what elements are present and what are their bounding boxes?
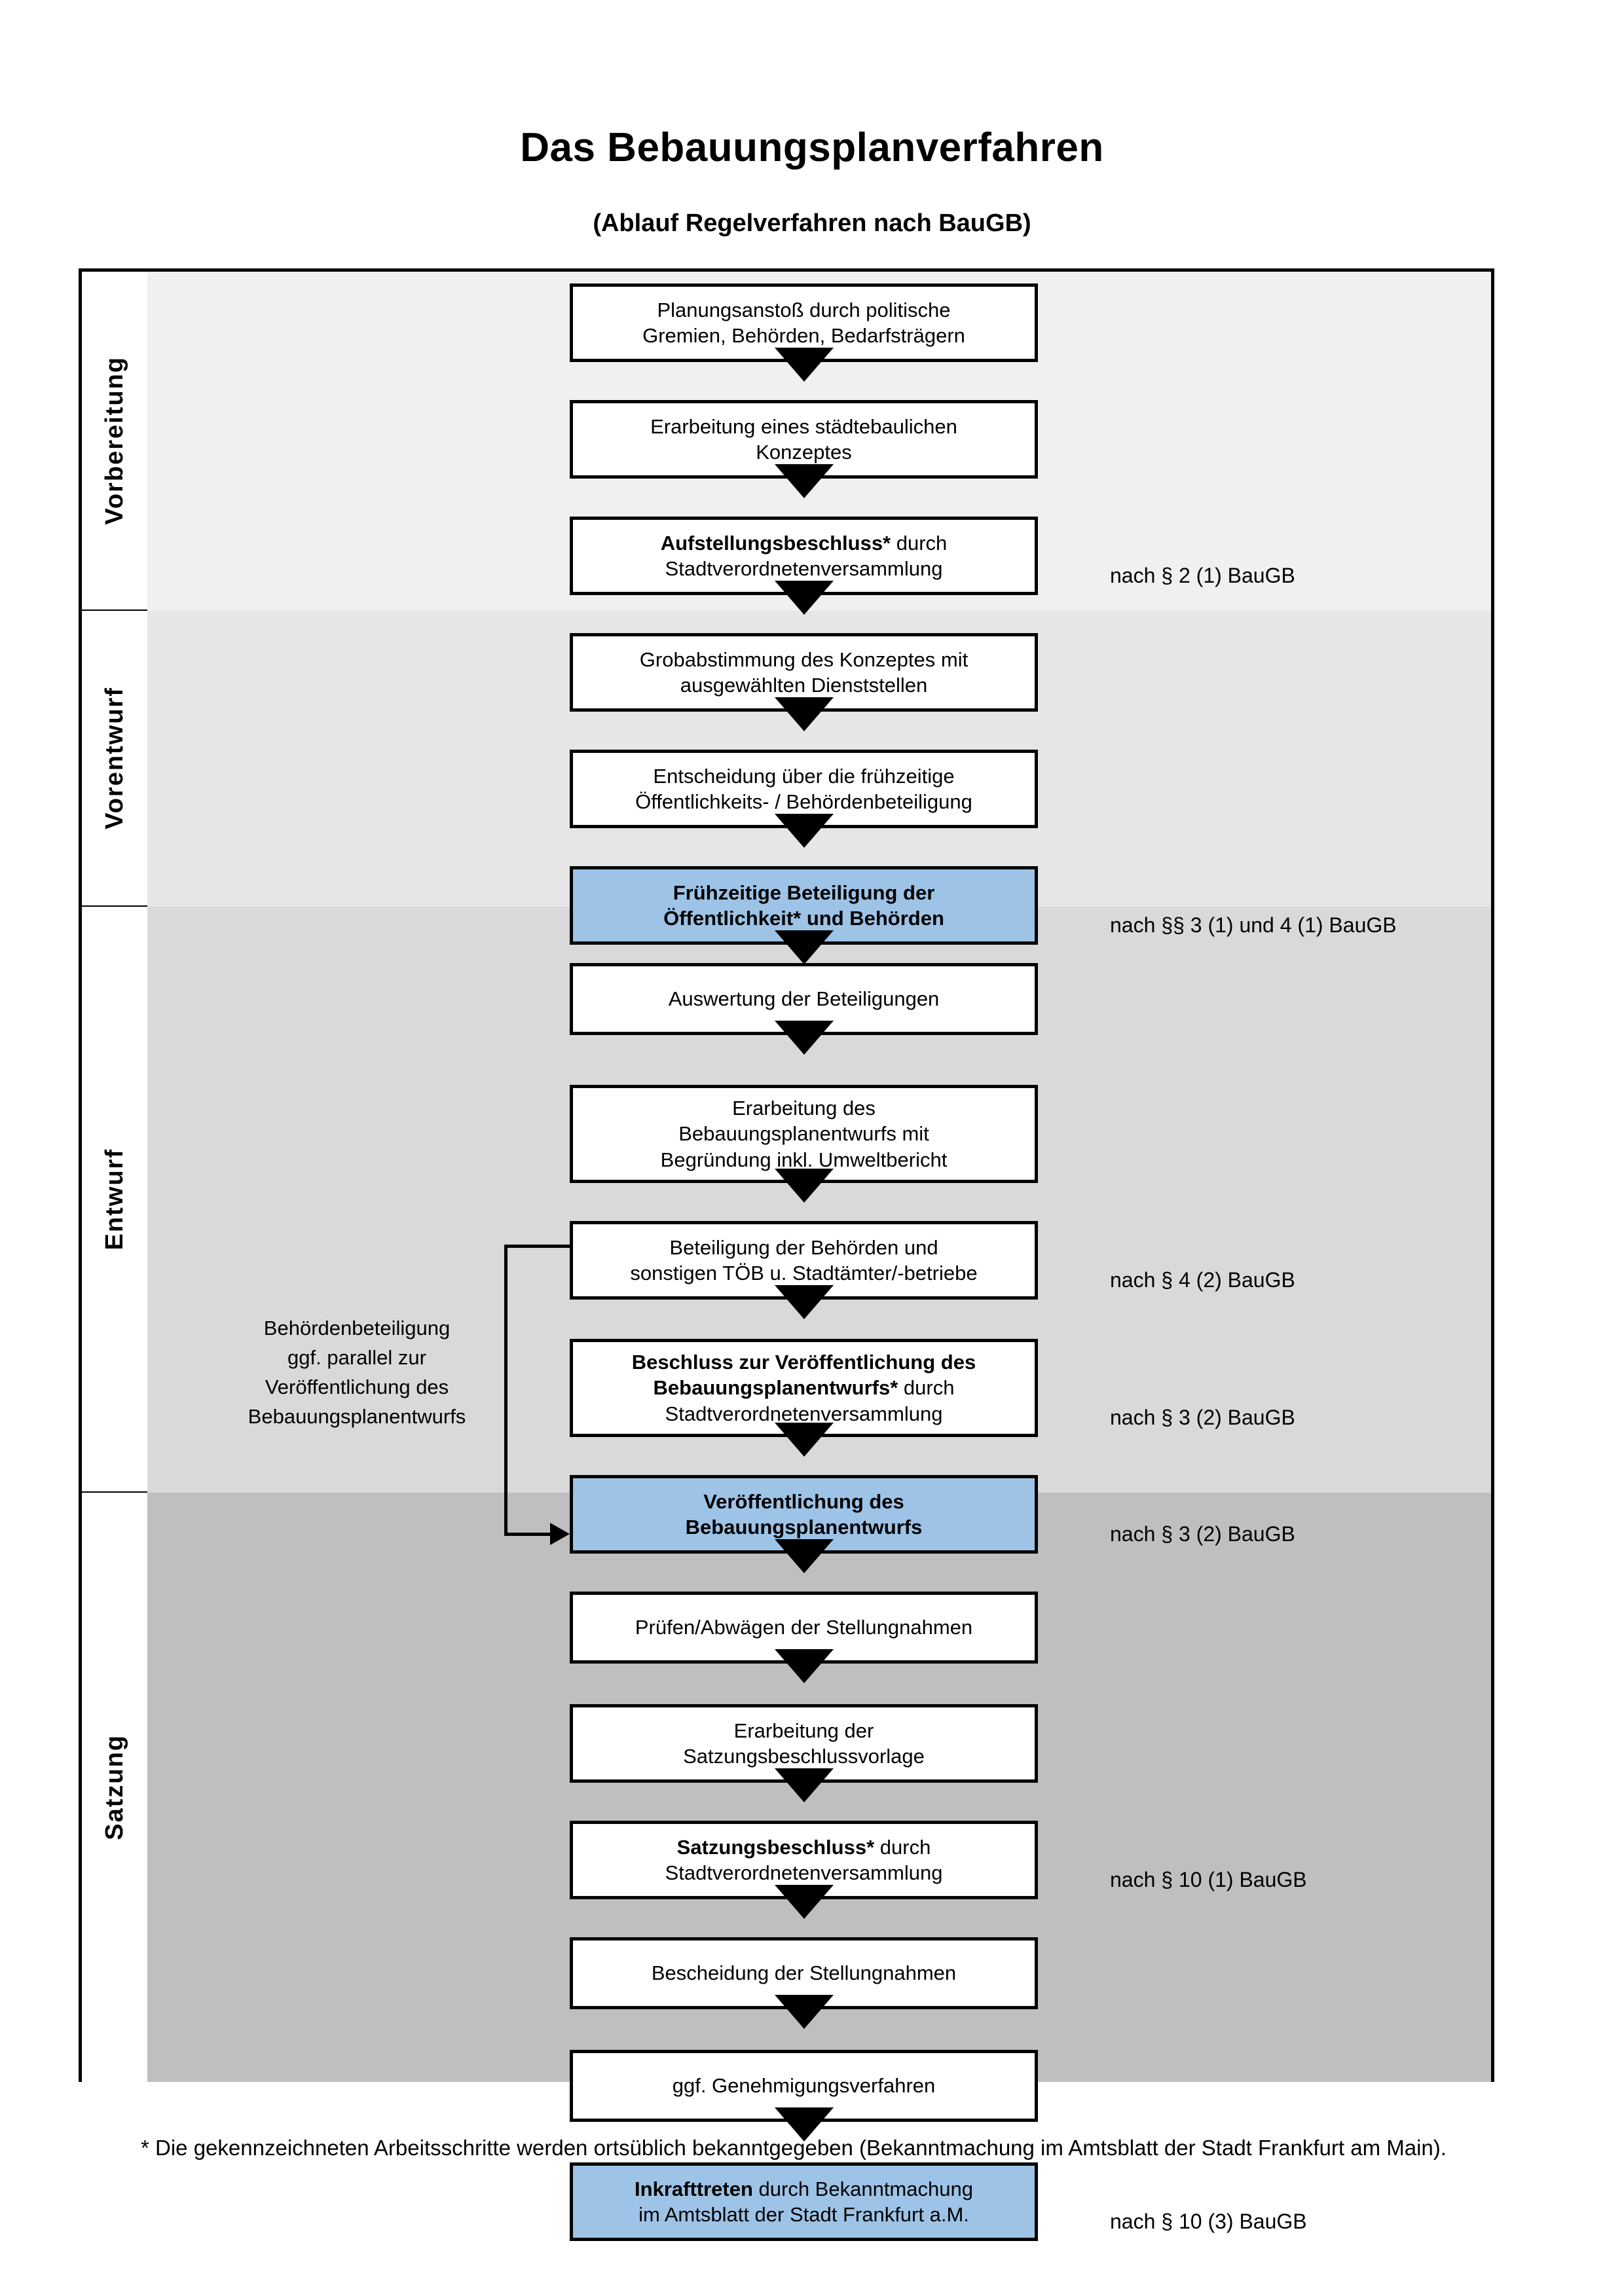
- process-step-s17: Inkrafttreten durch Bekanntmachung im Amt…: [570, 2162, 1038, 2241]
- phase-label-entwurf: Entwurf: [82, 907, 147, 1493]
- step-line: Beteiligung der Behörden und: [669, 1235, 938, 1259]
- flow-arrow: [774, 348, 834, 382]
- note-line: ggf. parallel zur: [287, 1345, 426, 1369]
- flow-arrow: [774, 464, 834, 498]
- flow-arrow: [774, 1768, 834, 1802]
- step-line: Inkrafttreten durch Bekanntmachung: [635, 2177, 973, 2200]
- phase-label-text: Vorentwurf: [100, 687, 128, 829]
- phase-label-vorentwurf: Vorentwurf: [82, 611, 147, 907]
- step-line: Prüfen/Abwägen der Stellungnahmen: [635, 1616, 973, 1639]
- note-line: Veröffentlichung des: [265, 1375, 449, 1398]
- note-line: Bebauungsplanentwurfs: [248, 1404, 466, 1428]
- phase-label-text: Satzung: [100, 1734, 128, 1840]
- bypass-connector-vertical: [504, 1245, 507, 1533]
- phase-label-text: Vorbereitung: [100, 356, 128, 525]
- bypass-connector-top: [504, 1245, 570, 1248]
- legal-reference-r5: nach § 3 (2) BauGB: [1110, 1522, 1295, 1546]
- flow-arrow: [774, 1885, 834, 1919]
- step-line: Stadtverordnetenversammlung: [665, 557, 943, 580]
- flow-arrow: [774, 697, 834, 731]
- step-line: Veröffentlichung des: [703, 1489, 904, 1513]
- phase-label-vorbereitung: Vorbereitung: [82, 272, 147, 611]
- step-line: Stadtverordnetenversammlung: [665, 1861, 943, 1884]
- step-line: ausgewählten Dienststellen: [680, 674, 928, 697]
- page-title: Das Bebauungsplanverfahren: [520, 125, 1104, 170]
- flow-arrow: [774, 1423, 834, 1457]
- flow-arrow: [774, 1539, 834, 1573]
- flow-arrow: [774, 814, 834, 848]
- flow-arrow: [774, 581, 834, 615]
- step-line: Erarbeitung des: [732, 1097, 876, 1120]
- flow-arrow: [774, 1995, 834, 2029]
- step-line: Konzeptes: [756, 441, 852, 464]
- legal-reference-r6: nach § 10 (1) BauGB: [1110, 1868, 1307, 1891]
- step-line: Grobabstimmung des Konzeptes mit: [639, 647, 969, 671]
- step-line: Auswertung der Beteiligungen: [668, 987, 940, 1011]
- legal-reference-r4: nach § 3 (2) BauGB: [1110, 1406, 1295, 1429]
- step-line: ggf. Genehmigungsverfahren: [672, 2074, 936, 2098]
- flow-arrow: [774, 2107, 834, 2141]
- step-line: Bebauungsplanentwurfs* durch: [653, 1376, 955, 1400]
- step-line: Bescheidung der Stellungnahmen: [651, 1961, 957, 1985]
- step-line: sonstigen TÖB u. Stadtämter/-betriebe: [630, 1262, 978, 1285]
- flow-arrow: [774, 1285, 834, 1319]
- phase-label-text: Entwurf: [100, 1148, 128, 1250]
- bypass-connector-bottom: [504, 1533, 551, 1536]
- step-line: Bebauungsplanentwurfs: [685, 1516, 923, 1539]
- flow-arrow: [774, 930, 834, 964]
- step-line: Satzungsbeschlussvorlage: [683, 1745, 925, 1768]
- step-line: Stadtverordnetenversammlung: [665, 1402, 943, 1425]
- flow-arrow: [774, 1169, 834, 1203]
- step-line: Bebauungsplanentwurfs mit: [678, 1122, 929, 1146]
- step-line: Öffentlichkeit* und Behörden: [663, 907, 944, 930]
- page-subtitle: (Ablauf Regelverfahren nach BauGB): [593, 210, 1031, 237]
- flow-arrow: [774, 1021, 834, 1055]
- step-line: Erarbeitung eines städtebaulichen: [650, 414, 957, 438]
- step-line: Erarbeitung der: [733, 1719, 874, 1742]
- step-line: Beschluss zur Veröffentlichung des: [631, 1351, 976, 1374]
- step-line: Frühzeitige Beteiligung der: [673, 881, 935, 904]
- legal-reference-r1: nach § 2 (1) BauGB: [1110, 564, 1295, 587]
- bypass-connector-arrowhead: [550, 1523, 570, 1545]
- flow-arrow: [774, 1649, 834, 1683]
- step-line: Planungsanstoß durch politische: [657, 298, 951, 321]
- phase-label-satzung: Satzung: [82, 1493, 147, 2082]
- step-line: Aufstellungsbeschluss* durch: [660, 531, 948, 555]
- legal-reference-r2: nach §§ 3 (1) und 4 (1) BauGB: [1110, 913, 1397, 937]
- legal-reference-r7: nach § 10 (3) BauGB: [1110, 2210, 1307, 2233]
- step-line: Öffentlichkeits- / Behördenbeteiligung: [635, 790, 972, 813]
- legal-reference-r3: nach § 4 (2) BauGB: [1110, 1268, 1295, 1292]
- step-line: Gremien, Behörden, Bedarfsträgern: [642, 324, 965, 347]
- note-line: Behördenbeteiligung: [263, 1317, 451, 1339]
- step-line: im Amtsblatt der Stadt Frankfurt a.M.: [638, 2203, 969, 2226]
- step-line: Begründung inkl. Umweltbericht: [660, 1148, 948, 1171]
- step-line: Satzungsbeschluss* durch: [676, 1835, 931, 1859]
- process-step-s12: Prüfen/Abwägen der Stellungnahmen: [570, 1592, 1038, 1664]
- step-line: Entscheidung über die frühzeitige: [653, 764, 955, 788]
